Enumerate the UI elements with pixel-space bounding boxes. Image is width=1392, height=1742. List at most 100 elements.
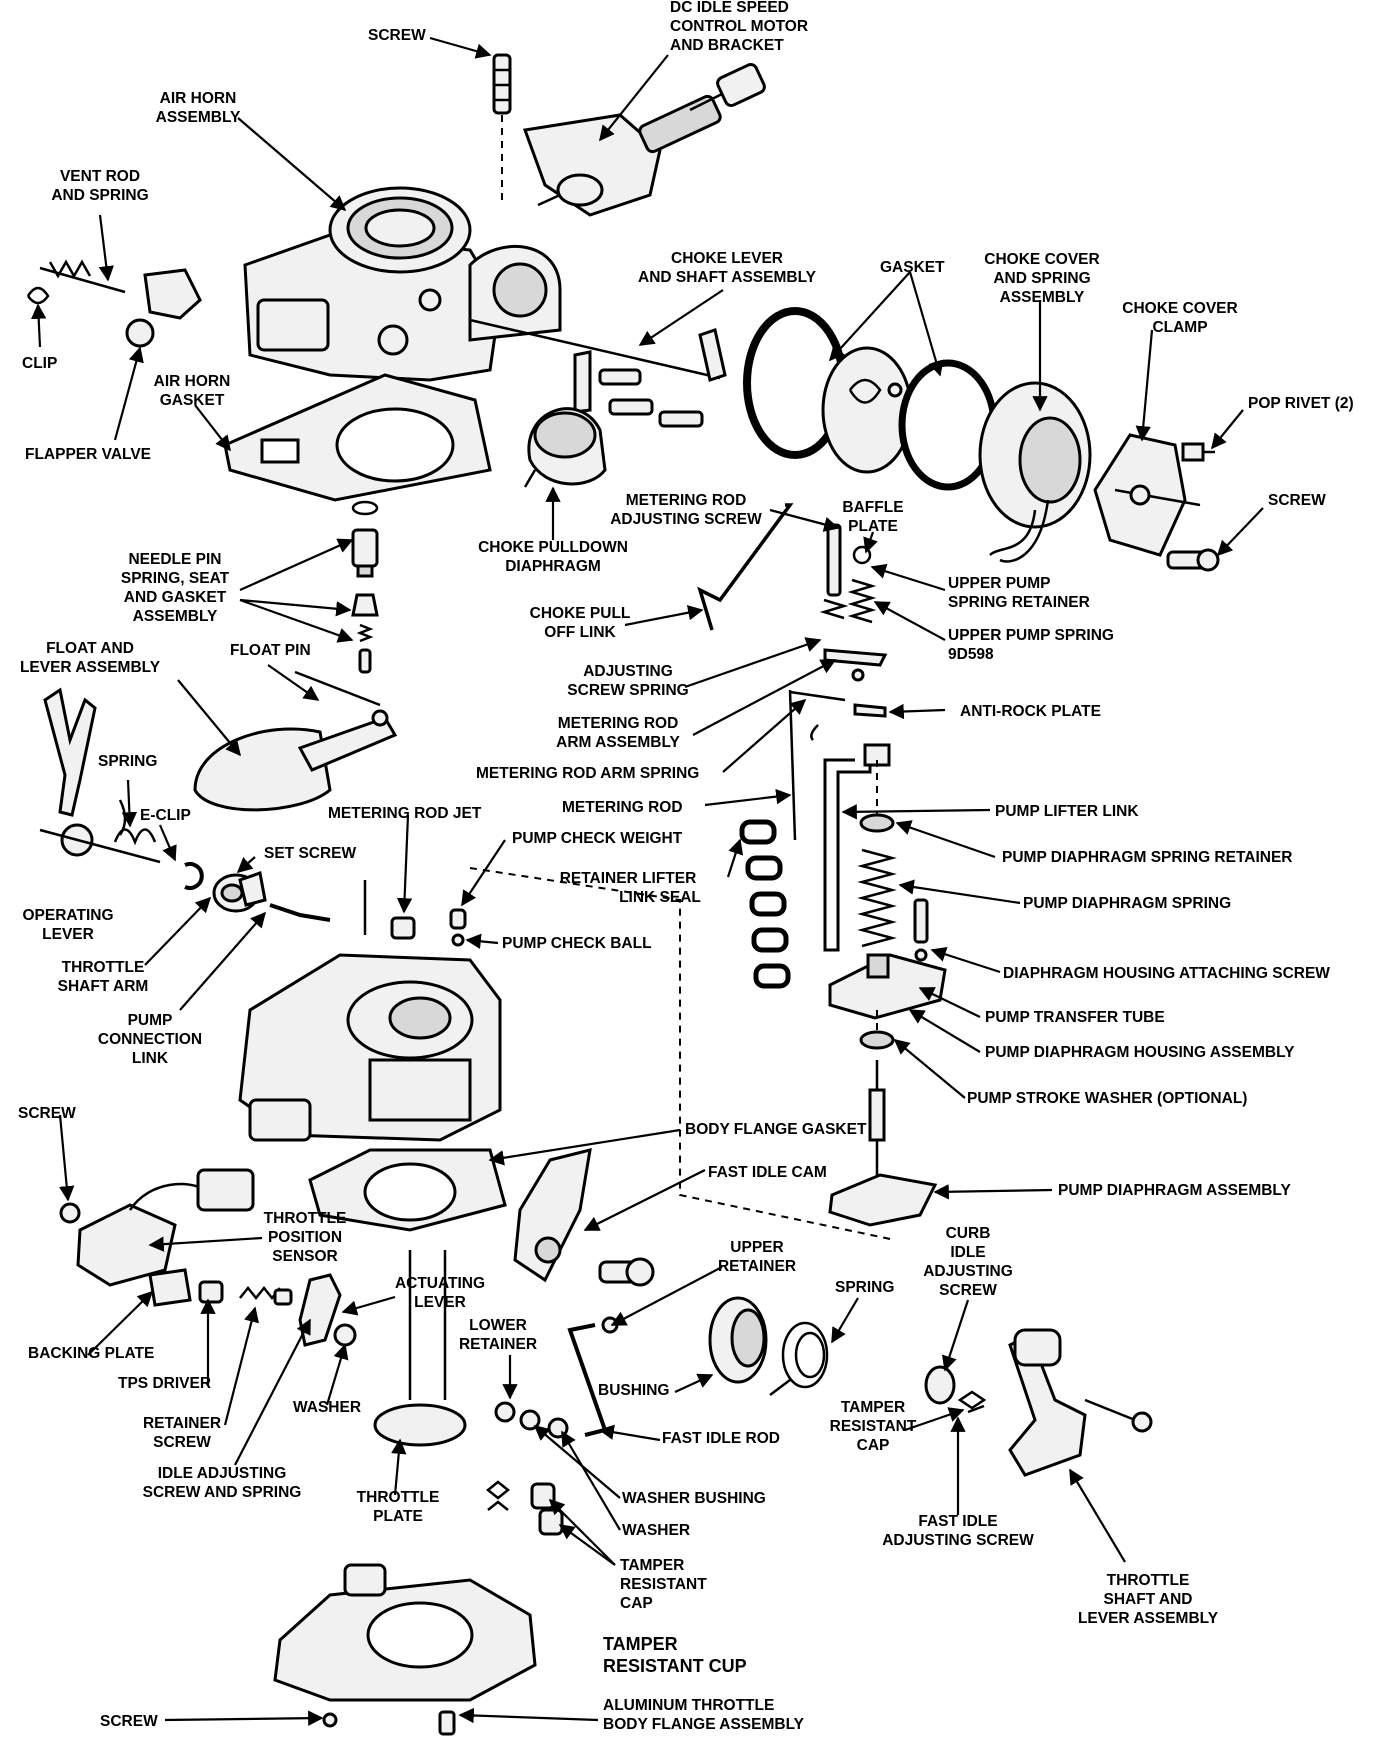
- aluminum-flange-part: [273, 1563, 537, 1736]
- label-backing-plate: BACKING PLATE: [28, 1345, 154, 1362]
- tamper-cap-mid-part: [485, 1480, 564, 1536]
- label-screw-top: SCREW: [368, 27, 426, 44]
- metering-rod-arm-part: [789, 648, 888, 741]
- tps-part: [59, 1168, 255, 1287]
- label-washer-mid: WASHER: [622, 1522, 690, 1539]
- label-tps-driver: TPS DRIVER: [118, 1375, 211, 1392]
- screw-right-part: [1166, 548, 1220, 572]
- pump-diaphragm-assembly-part: [828, 1060, 938, 1227]
- dc-idle-motor-part: [522, 63, 766, 217]
- label-clip: CLIP: [22, 355, 57, 372]
- label-set-screw: SET SCREW: [264, 845, 357, 862]
- baffle-plate-part: [821, 346, 913, 474]
- fast-idle-adjusting-screw-part: [957, 1390, 987, 1414]
- choke-lever-part: [469, 318, 727, 428]
- label-pump-diaphragm-housing: PUMP DIAPHRAGM HOUSING ASSEMBLY: [985, 1044, 1295, 1061]
- e-clip-part: [184, 862, 204, 890]
- label-pump-diaphragm-spring: PUMP DIAPHRAGM SPRING: [1023, 895, 1231, 912]
- throttle-shaft-arm-part: [212, 871, 267, 913]
- pump-stroke-washer-part: [859, 1030, 895, 1050]
- pump-diaphragm-spring-retainer-part: [859, 813, 895, 833]
- spring-bottom-part: [769, 1321, 829, 1396]
- choke-pull-off-link-part: [697, 503, 794, 631]
- label-diaphragm-housing-screw: DIAPHRAGM HOUSING ATTACHING SCREW: [1003, 965, 1330, 982]
- pump-diaphragm-housing-part: [828, 953, 947, 1020]
- anti-rock-plate-part: [853, 703, 887, 718]
- diaphragm-housing-screw-part: [913, 898, 929, 962]
- label-pump-diaphragm-assembly: PUMP DIAPHRAGM ASSEMBLY: [1058, 1182, 1291, 1199]
- screw-top-part: [492, 53, 512, 200]
- retainer-lifter-link-seal-part: [739, 819, 791, 989]
- pump-connection-link-part: [269, 903, 331, 922]
- label-screw-bottom: SCREW: [100, 1713, 158, 1730]
- parts-artwork: [26, 53, 1220, 1736]
- label-pump-transfer-tube: PUMP TRANSFER TUBE: [985, 1009, 1165, 1026]
- label-spring: SPRING: [98, 753, 157, 770]
- choke-cover-part: [978, 381, 1092, 563]
- label-pump-lifter-link: PUMP LIFTER LINK: [995, 803, 1139, 820]
- label-bushing: BUSHING: [598, 1382, 669, 1399]
- operating-lever-part: [39, 687, 161, 864]
- fast-idle-rod-part: [567, 1316, 619, 1437]
- carburetor-body-part: [238, 953, 502, 1142]
- throttle-shaft-lever-part: [924, 1328, 1153, 1477]
- label-metering-rod-jet: METERING ROD JET: [328, 805, 482, 822]
- label-flapper-valve: FLAPPER VALVE: [25, 446, 151, 463]
- bushing-part: [708, 1296, 768, 1384]
- washer-left-part: [333, 1323, 357, 1347]
- metering-rod-adjusting-screw-part: [819, 523, 849, 620]
- backing-plate-part: [148, 1268, 192, 1307]
- pump-check-weight-part: [449, 908, 467, 947]
- label-spring-bottom: SPRING: [835, 1279, 894, 1296]
- upper-pump-spring-part: [847, 545, 877, 624]
- idle-adjusting-screw-part: [239, 1285, 293, 1306]
- choke-clamp-part: [1093, 433, 1201, 557]
- air-horn-gasket-part: [223, 373, 492, 502]
- label-pump-stroke-washer: PUMP STROKE WASHER (OPTIONAL): [967, 1090, 1247, 1107]
- throttle-plate-part: [373, 1250, 467, 1447]
- pop-rivet-part: [1181, 442, 1215, 462]
- float-lever-part: [193, 670, 398, 812]
- fast-idle-cam-part: [513, 1147, 655, 1287]
- label-float-pin: FLOAT PIN: [230, 642, 311, 659]
- air-horn-assembly-part: [243, 186, 562, 382]
- lower-retainer-part: [494, 1401, 569, 1439]
- label-gasket: GASKET: [880, 259, 945, 276]
- label-washer-left: WASHER: [293, 1399, 361, 1416]
- label-pop-rivet: POP RIVET (2): [1248, 395, 1354, 412]
- label-pump-check-ball: PUMP CHECK BALL: [502, 935, 652, 952]
- label-body-flange-gasket: BODY FLANGE GASKET: [685, 1121, 867, 1138]
- label-metering-rod: METERING ROD: [562, 799, 683, 816]
